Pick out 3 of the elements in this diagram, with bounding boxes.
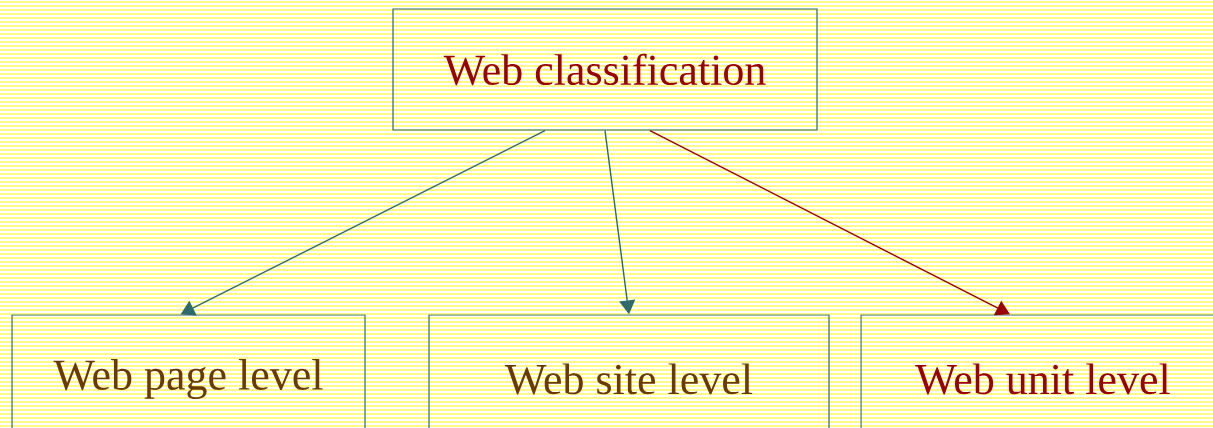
arrow xyxy=(649,129,1010,316)
label-box: Web classification xyxy=(392,8,818,131)
label-box: Web unit level xyxy=(860,314,1213,428)
